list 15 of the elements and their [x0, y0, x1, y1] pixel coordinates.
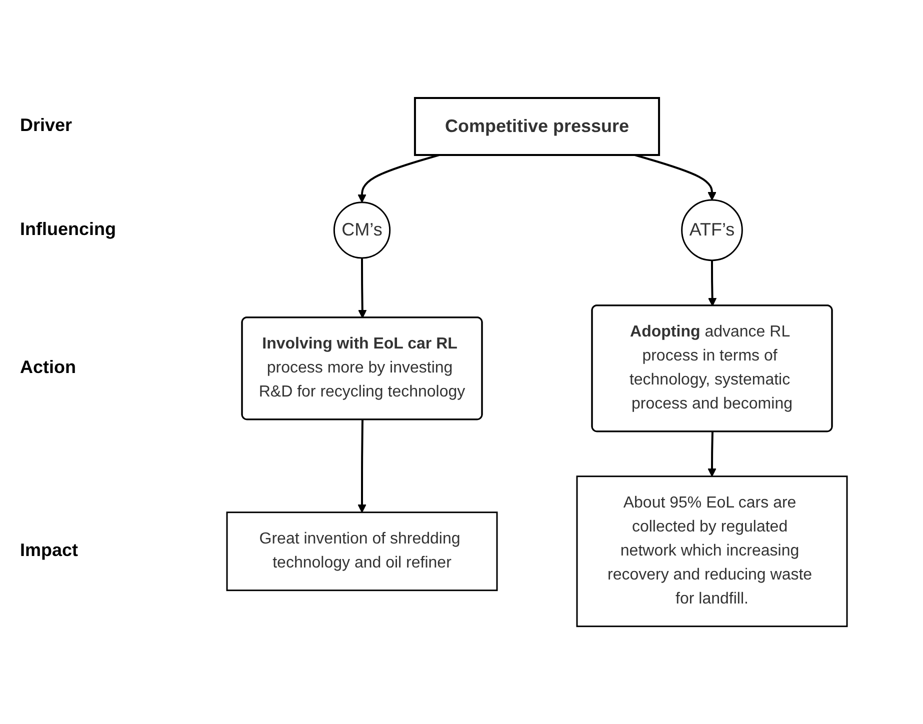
row-label: Influencing	[20, 219, 116, 240]
arrow	[357, 154, 439, 203]
arrow	[707, 432, 716, 477]
node-box: Competitive pressure	[413, 96, 660, 156]
node-circle: ATF’s	[680, 199, 742, 261]
arrow	[357, 420, 366, 513]
row-label: Impact	[20, 540, 78, 562]
node-box: Great invention of shredding technology and oil refiner	[226, 511, 498, 591]
arrow	[707, 260, 716, 306]
arrow	[634, 154, 716, 200]
node-circle: CM’s	[332, 201, 390, 259]
row-label: Action	[20, 357, 76, 378]
node-box: About 95% EoL cars are collected by regulated network which increasing recovery and reducing waste for landfill.	[576, 475, 848, 627]
row-label: Driver	[20, 115, 72, 136]
arrow	[357, 258, 366, 318]
